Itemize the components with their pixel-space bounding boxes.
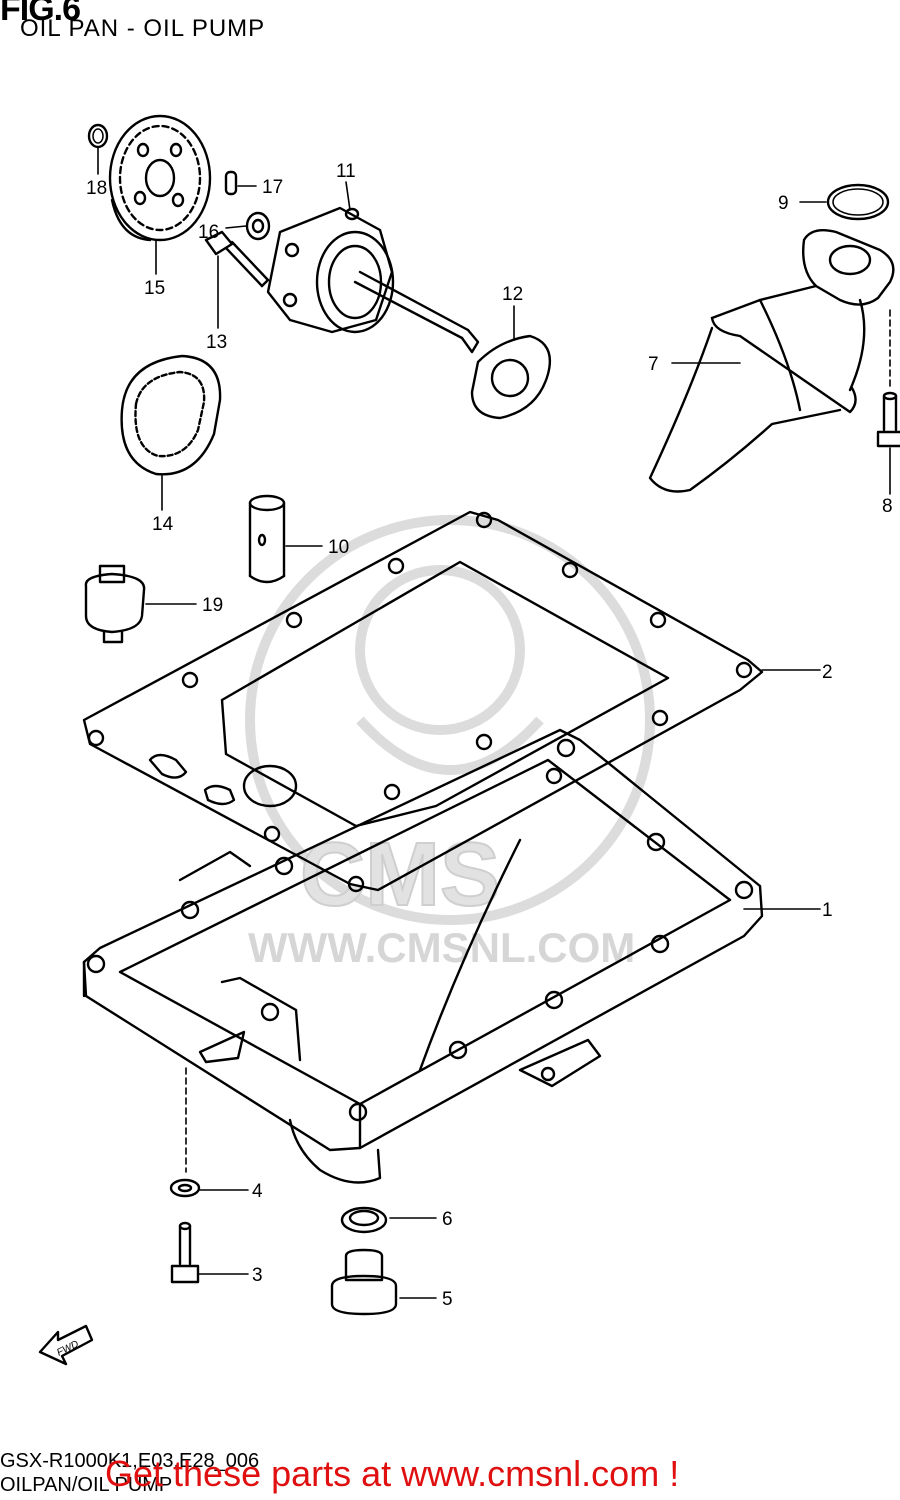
- label-part-9: 9: [778, 193, 789, 214]
- part-3-bolt: [170, 1221, 200, 1284]
- part-11-oil-pump: [266, 206, 480, 354]
- part-10-dowel: [248, 494, 286, 584]
- fwd-arrow-icon: [38, 1324, 94, 1366]
- label-part-18: 18: [86, 178, 107, 199]
- part-14-gear: [120, 354, 222, 476]
- label-part-11: 11: [336, 161, 356, 182]
- part-19-pressure-switch: [84, 564, 146, 644]
- footer-model-code: GSX-R1000K1,E03,E28_006: [0, 1450, 260, 1472]
- watermark: [245, 515, 655, 925]
- label-part-7: 7: [648, 354, 659, 375]
- label-part-3: 3: [252, 1265, 263, 1286]
- part-labels: 1 2 3 4 5 6 7 8 9 10 11 12 13 14 15 16 1…: [86, 161, 893, 1310]
- footer-cta-link[interactable]: Get these parts at www.cmsnl.com !: [105, 1453, 680, 1494]
- label-part-14: 14: [152, 514, 174, 535]
- part-1-oil-pan: [82, 728, 764, 1184]
- label-part-1: 1: [822, 900, 833, 921]
- label-part-10: 10: [328, 537, 349, 558]
- label-part-16: 16: [198, 222, 219, 243]
- part-13-bolt: [204, 230, 270, 288]
- part-2-gasket: [82, 510, 764, 893]
- label-part-19: 19: [202, 595, 223, 616]
- watermark-url: WWW.CMSNL.COM: [248, 924, 635, 971]
- part-4-washer: [169, 1178, 201, 1198]
- part-18-o-ring: [87, 123, 109, 149]
- figure-title: FIG.6: [0, 0, 81, 28]
- leader-lines: [97, 147, 891, 1299]
- label-part-6: 6: [442, 1209, 453, 1230]
- part-8-bolt: [876, 391, 900, 448]
- label-part-12: 12: [502, 284, 523, 305]
- label-part-5: 5: [442, 1289, 453, 1310]
- part-12-gasket: [470, 334, 552, 420]
- figure-subtitle: OIL PAN - OIL PUMP: [20, 15, 266, 42]
- part-15-sprocket: [108, 114, 212, 242]
- label-part-2: 2: [822, 662, 833, 683]
- part-7-oil-strainer: [648, 229, 895, 493]
- fwd-label: FWD: [55, 1339, 80, 1359]
- label-part-15: 15: [144, 278, 165, 299]
- label-part-8: 8: [882, 496, 893, 517]
- part-17-pin: [224, 170, 238, 196]
- part-9-o-ring: [826, 183, 890, 221]
- part-16-washer: [245, 211, 271, 241]
- footer-diagram-name: OILPAN/OIL PUMP: [0, 1474, 173, 1496]
- label-part-4: 4: [252, 1181, 263, 1202]
- part-5-drain-plug: [330, 1248, 398, 1316]
- label-part-17: 17: [262, 177, 283, 198]
- part-6-gasket: [340, 1206, 388, 1234]
- label-part-13: 13: [206, 332, 227, 353]
